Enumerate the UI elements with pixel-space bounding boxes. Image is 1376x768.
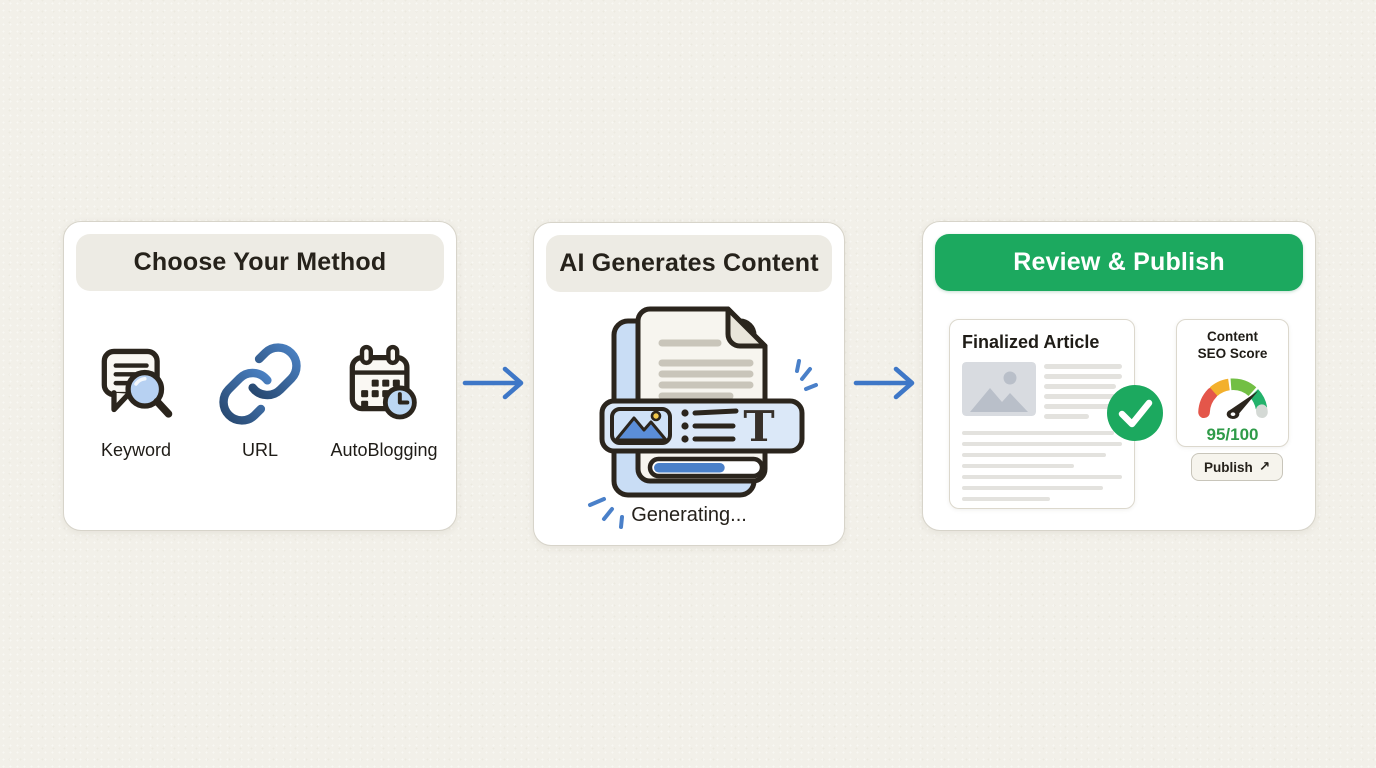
generating-status: Generating... [631,504,747,526]
step-card-ai-generates: AI Generates Content [533,222,845,546]
finalized-article-panel: Finalized Article [949,319,1135,509]
method-label-keyword: Keyword [100,440,172,460]
progress-fill [654,463,725,473]
method-label-autoblogging: AutoBlogging [330,440,438,460]
method-row: Keyword URL [74,340,446,461]
flow-arrow-2 [853,366,915,400]
method-keyword[interactable]: Keyword [74,340,198,461]
step1-header: Choose Your Method [76,234,444,291]
approved-check-icon [1107,385,1163,441]
sparkle-icon [588,359,818,529]
link-icon [219,343,301,425]
step-card-choose-method: Choose Your Method Keyword [63,221,457,531]
seo-score-panel: Content SEO Score 95/100 [1176,319,1289,447]
seo-label-line2: SEO Score [1197,345,1268,361]
step2-title: AI Generates Content [559,249,819,277]
article-image-placeholder [962,362,1036,416]
publish-label: Publish [1204,459,1253,475]
step2-header: AI Generates Content [546,235,832,292]
calendar-clock-icon [349,344,417,420]
step3-header: Review & Publish [935,234,1303,291]
list-icon [681,408,739,443]
step1-title: Choose Your Method [133,248,387,276]
doc-text-lines [658,339,754,400]
keyword-search-icon [101,348,173,418]
article-title: Finalized Article [962,332,1100,352]
method-label-url: URL [241,440,278,460]
step3-title: Review & Publish [1013,248,1225,276]
article-body-lines [962,430,1122,501]
step-card-review-publish: Review & Publish Finalized Article [922,221,1316,531]
method-autoblogging[interactable]: AutoBlogging [322,340,446,461]
method-url[interactable]: URL [198,340,322,461]
text-letter-glyph: T [743,402,774,451]
publish-button[interactable]: Publish ↗ [1191,453,1284,481]
image-thumbnail-icon [610,407,672,445]
article-side-lines [1044,362,1122,419]
generated-document-illustration: T [588,306,818,529]
seo-label-line1: Content [1207,329,1258,344]
seo-gauge-icon [1197,378,1268,419]
publish-arrow-icon: ↗ [1258,459,1271,474]
flow-arrow-1 [462,366,524,400]
seo-score-value: 95/100 [1206,424,1259,444]
